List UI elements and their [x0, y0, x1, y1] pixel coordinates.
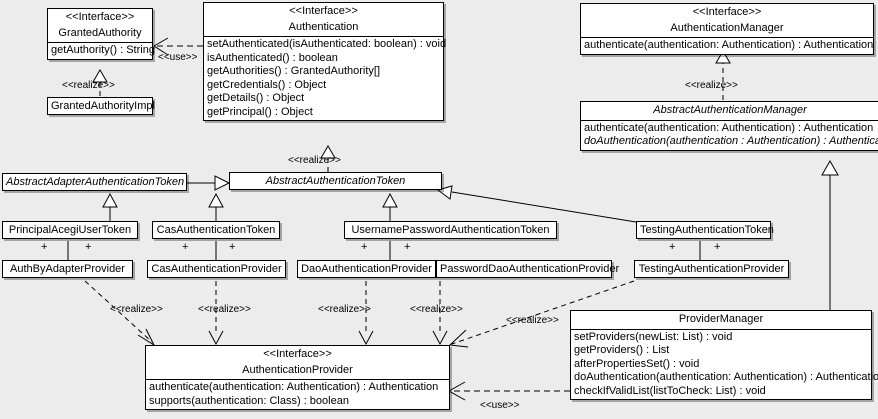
- class-header: <<Interface>> AuthenticationProvider: [146, 346, 449, 379]
- operations-compartment: authenticate(authentication: Authenticat…: [146, 379, 449, 409]
- stereotype-label: <<Interface>>: [692, 6, 762, 18]
- class-provider-manager[interactable]: ProviderManager setProviders(newList: Li…: [570, 310, 878, 401]
- operation-item: authenticate(authentication: Authenticat…: [149, 381, 439, 394]
- class-name: Authentication: [288, 20, 359, 33]
- edge-label-realize-dao-authentication-provider: <<realize>>: [318, 304, 371, 315]
- edge-label-use-provider-manager: <<use>>: [480, 400, 520, 411]
- class-header: AbstractAuthenticationManager: [581, 102, 878, 120]
- class-name: AbstractAdapterAuthenticationToken: [6, 176, 185, 188]
- class-header: <<Interface>> AuthenticationManager: [581, 4, 873, 37]
- class-cas-authentication-token[interactable]: CasAuthenticationToken: [152, 221, 280, 239]
- operations-compartment: setProviders(newList: List) : void getPr…: [571, 328, 878, 400]
- class-name: CasAuthenticationProvider: [151, 263, 282, 275]
- class-cas-authentication-provider[interactable]: CasAuthenticationProvider: [147, 260, 286, 278]
- class-header: <<Interface>> GrantedAuthority: [48, 9, 152, 42]
- class-principal-acegi-user-token[interactable]: PrincipalAcegiUserToken: [2, 221, 138, 239]
- plus-marker: +: [669, 241, 676, 253]
- class-password-dao-authentication-provider[interactable]: PasswordDaoAuthenticationProvider: [436, 260, 619, 278]
- plus-marker: +: [229, 241, 236, 253]
- operation-item: getProviders() : List: [574, 344, 670, 357]
- operation-item: doAuthentication(authentication : Authen…: [584, 135, 878, 148]
- edge-label-realize-granted-authority-impl: <<realize>>: [62, 80, 115, 91]
- class-name: TestingAuthenticationToken: [640, 224, 774, 236]
- class-header: <<Interface>> Authentication: [204, 3, 443, 36]
- operation-item: getDetails() : Object: [207, 92, 305, 105]
- operation-item: setAuthenticated(isAuthenticated: boolea…: [207, 38, 447, 51]
- stereotype-label: <<Interface>>: [263, 348, 332, 360]
- class-name: TestingAuthenticationProvider: [638, 263, 785, 275]
- operation-item: getPrincipal() : Object: [207, 105, 313, 118]
- class-name: GrantedAuthorityImpl: [51, 100, 155, 112]
- class-granted-authority-impl[interactable]: GrantedAuthorityImpl: [47, 97, 155, 115]
- class-auth-by-adapter-provider[interactable]: AuthByAdapterProvider: [2, 260, 133, 278]
- class-abstract-adapter-authentication-token[interactable]: AbstractAdapterAuthenticationToken: [2, 173, 187, 191]
- class-authentication[interactable]: <<Interface>> Authentication setAuthenti…: [203, 2, 447, 122]
- stereotype-label: <<Interface>>: [65, 11, 135, 23]
- class-name: AuthByAdapterProvider: [10, 263, 125, 275]
- operation-item: checkIfValidList(listToCheck: List) : vo…: [574, 384, 766, 397]
- operation-item: getAuthority() : String: [51, 44, 155, 57]
- class-name: AbstractAuthenticationToken: [265, 175, 406, 187]
- class-testing-authentication-token[interactable]: TestingAuthenticationToken: [636, 221, 774, 239]
- class-testing-authentication-provider[interactable]: TestingAuthenticationProvider: [634, 260, 789, 278]
- operation-item: setProviders(newList: List) : void: [574, 330, 733, 343]
- operation-item: supports(authentication: Class) : boolea…: [149, 394, 349, 407]
- class-authentication-provider[interactable]: <<Interface>> AuthenticationProvider aut…: [145, 345, 450, 411]
- class-name: PrincipalAcegiUserToken: [8, 224, 132, 236]
- class-abstract-authentication-token[interactable]: AbstractAuthenticationToken: [229, 172, 442, 190]
- class-name: AuthenticationProvider: [242, 363, 353, 376]
- class-name: AuthenticationManager: [670, 21, 784, 34]
- operation-item: isAuthenticated() : boolean: [207, 51, 338, 64]
- edge-label-realize-testing-authentication-provider: <<realize>>: [506, 315, 559, 326]
- operation-item: getAuthorities() : GrantedAuthority[]: [207, 65, 381, 78]
- class-name: DaoAuthenticationProvider: [301, 263, 432, 275]
- operation-item: doAuthentication(authentication: Authent…: [574, 371, 878, 384]
- operations-compartment: authenticate(authentication: Authenticat…: [581, 119, 878, 150]
- class-name: UsernamePasswordAuthenticationToken: [351, 224, 550, 236]
- class-authentication-manager[interactable]: <<Interface>> AuthenticationManager auth…: [580, 3, 874, 55]
- plus-marker: +: [182, 241, 189, 253]
- edge-label-realize-cas-authentication-provider: <<realize>>: [198, 304, 251, 315]
- edge-label-realize-auth-by-adapter-provider: <<realize>>: [110, 304, 163, 315]
- class-granted-authority[interactable]: <<Interface>> GrantedAuthority getAuthor…: [47, 8, 155, 60]
- class-name: CasAuthenticationToken: [156, 224, 276, 236]
- operations-compartment: authenticate(authentication: Authenticat…: [581, 37, 873, 54]
- operation-item: afterPropertiesSet() : void: [574, 357, 700, 370]
- edge-label-use-authentication-grantedauthority: <<use>>: [158, 52, 198, 63]
- plus-marker: +: [404, 241, 411, 253]
- edge-label-realize-abstract-authentication-token: <<realize>>: [288, 155, 341, 166]
- class-name: ProviderManager: [678, 313, 764, 325]
- operations-compartment: getAuthority() : String: [48, 42, 155, 59]
- class-abstract-authentication-manager[interactable]: AbstractAuthenticationManager authentica…: [580, 101, 878, 151]
- operation-item: getCredentials() : Object: [207, 78, 327, 91]
- edge-label-realize-abstract-authentication-manager: <<realize>>: [685, 80, 738, 91]
- class-dao-authentication-provider[interactable]: DaoAuthenticationProvider: [297, 260, 436, 278]
- plus-marker: +: [85, 241, 92, 253]
- operations-compartment: setAuthenticated(isAuthenticated: boolea…: [204, 36, 447, 120]
- operation-item: authenticate(authentication: Authenticat…: [584, 121, 874, 134]
- class-header: ProviderManager: [571, 311, 871, 329]
- stereotype-label: <<Interface>>: [289, 5, 358, 17]
- class-name: PasswordDaoAuthenticationProvider: [440, 263, 620, 275]
- plus-marker: +: [41, 241, 48, 253]
- edge-label-realize-password-dao-authentication-provider: <<realize>>: [410, 304, 463, 315]
- class-username-password-authentication-token[interactable]: UsernamePasswordAuthenticationToken: [344, 221, 557, 239]
- operation-item: authenticate(authentication: Authenticat…: [584, 39, 874, 52]
- class-name: AbstractAuthenticationManager: [653, 104, 807, 116]
- plus-marker: +: [361, 241, 368, 253]
- class-name: GrantedAuthority: [58, 26, 142, 39]
- plus-marker: +: [714, 241, 721, 253]
